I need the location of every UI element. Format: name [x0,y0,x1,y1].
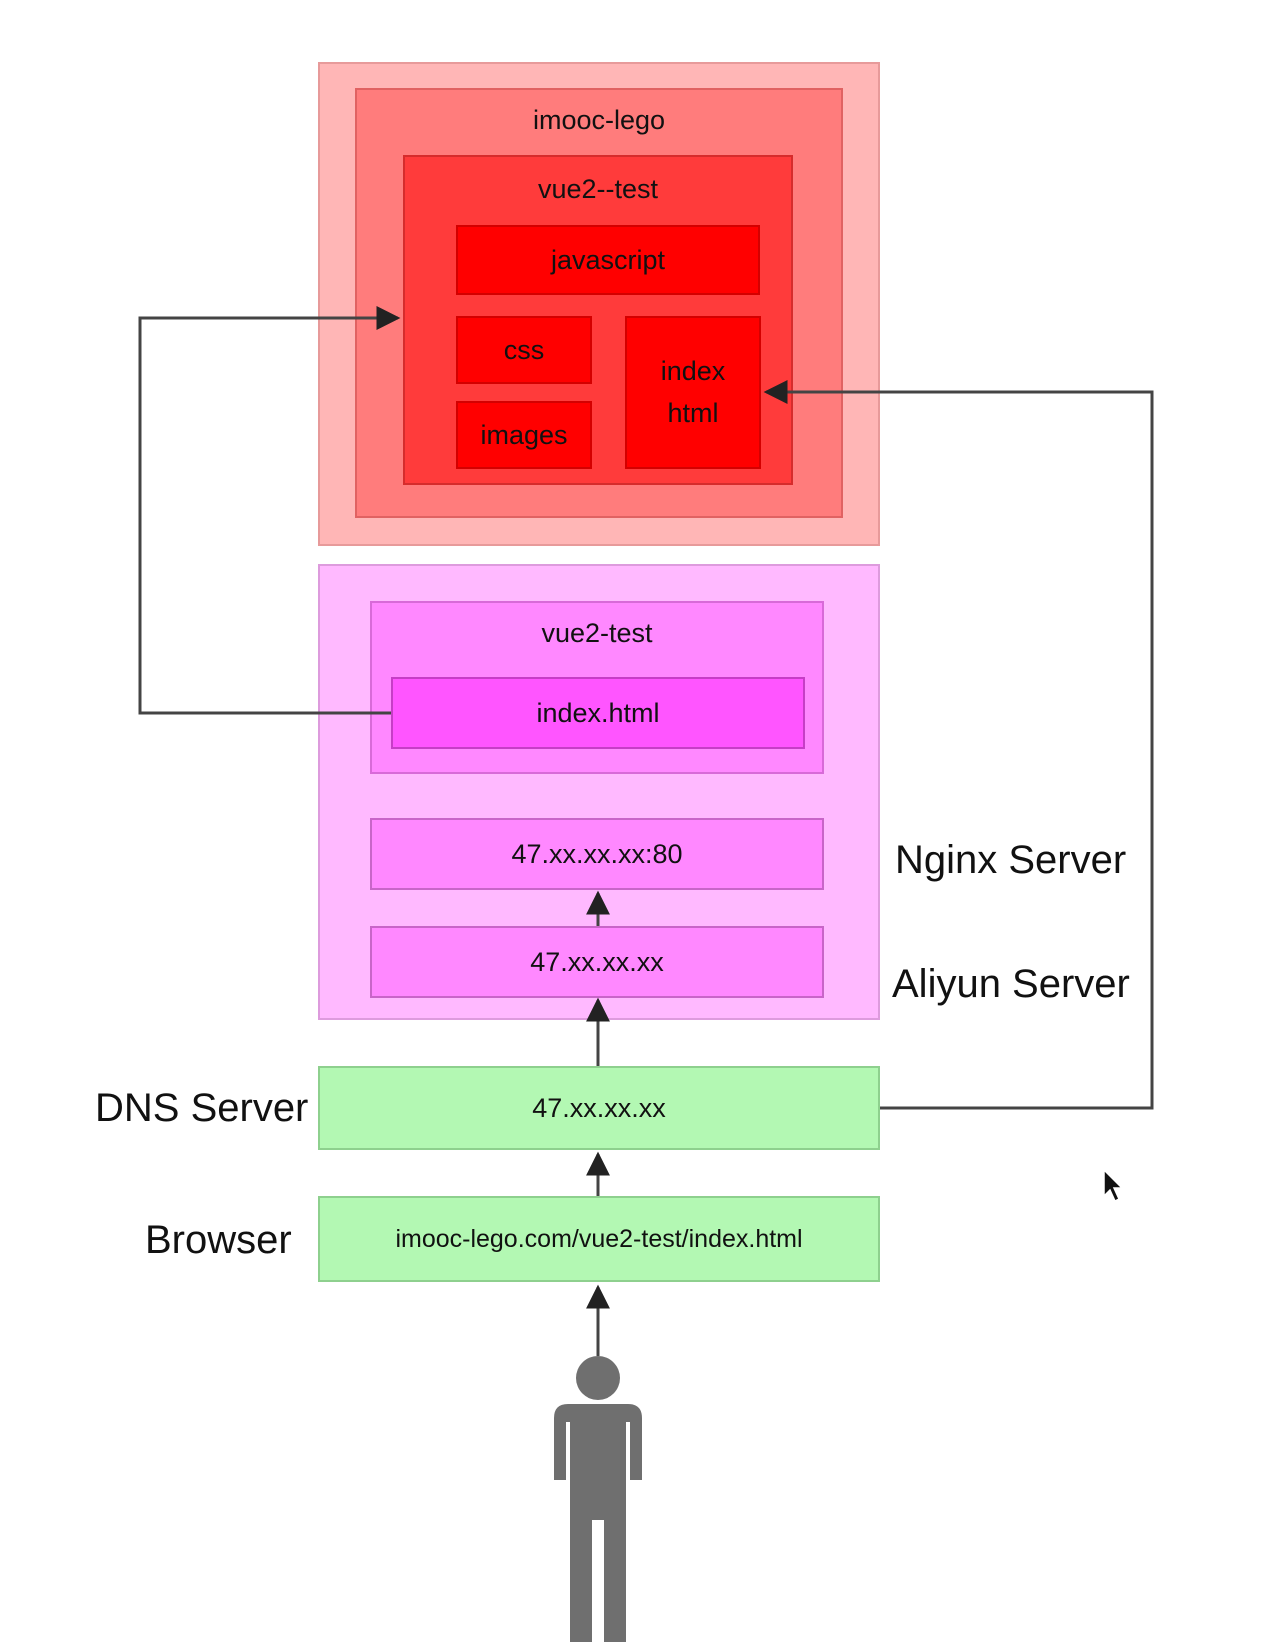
arrow-dns-to-cdn-index [763,380,1154,1110]
mouse-cursor-icon [1103,1168,1124,1203]
file-css-label: css [503,334,545,365]
file-index-html-cdn: index html [625,316,761,469]
bucket-label: imooc-lego [532,105,666,135]
nginx-address-box: 47.xx.xx.xx:80 [370,818,824,890]
aliyun-server-label: Aliyun Server [892,962,1130,1006]
browser-label: Browser [145,1218,292,1262]
host-address: 47.xx.xx.xx [530,946,664,977]
cdn-project-label: vue2--test [537,174,659,204]
file-images: images [456,401,592,469]
browser-url: imooc-lego.com/vue2-test/index.html [395,1225,803,1253]
file-images-label: images [480,419,568,450]
file-css: css [456,316,592,384]
dns-server-label: DNS Server [95,1086,309,1130]
file-javascript-label: javascript [550,244,666,275]
browser-box: imooc-lego.com/vue2-test/index.html [318,1196,880,1282]
file-index-html-cdn-label: index html [660,355,726,428]
nginx-address: 47.xx.xx.xx:80 [511,838,683,869]
nginx-server-label: Nginx Server [895,838,1127,882]
dns-address: 47.xx.xx.xx [532,1092,666,1123]
server-index-html-label: index.html [536,697,660,728]
server-project-label: vue2-test [541,618,653,648]
file-javascript: javascript [456,225,760,295]
host-address-box: 47.xx.xx.xx [370,926,824,998]
dns-server-box: 47.xx.xx.xx [318,1066,880,1150]
server-index-html: index.html [391,677,805,749]
person-icon [554,1356,642,1642]
arrow-index-to-cdn [138,306,401,715]
